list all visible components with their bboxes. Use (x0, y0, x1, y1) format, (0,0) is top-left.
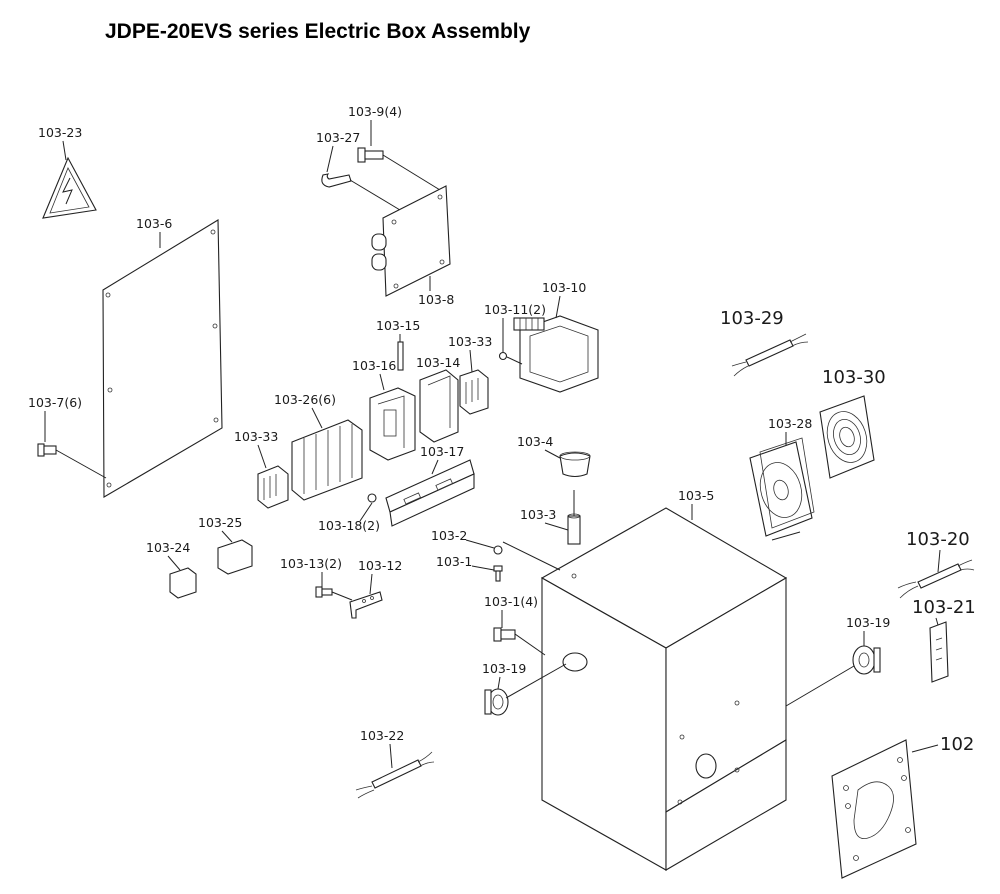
label-103-5: 103-5 (678, 488, 714, 503)
fan-part (749, 437, 815, 537)
label-103-28: 103-28 (768, 416, 812, 431)
label-103-9: 103-9(4) (348, 104, 402, 119)
label-plate-part (929, 621, 949, 683)
fan-guard-part (819, 395, 875, 479)
fuse-part (397, 341, 404, 371)
label-103-19-right: 103-19 (846, 615, 890, 630)
label-103-30: 103-30 (822, 367, 886, 388)
label-103-4: 103-4 (517, 434, 553, 449)
label-103-11: 103-11(2) (484, 302, 546, 317)
din-rail-part (385, 459, 475, 527)
label-103-10: 103-10 (542, 280, 586, 295)
rubber-cap-part (559, 451, 591, 478)
cover-panel-part (102, 219, 223, 498)
strain-relief-left-part (484, 688, 509, 716)
component-103-24-part (169, 567, 197, 599)
label-103-33-upper: 103-33 (448, 334, 492, 349)
label-103-19-left: 103-19 (482, 661, 526, 676)
label-103-29: 103-29 (720, 308, 784, 329)
label-103-6: 103-6 (136, 216, 172, 231)
component-103-25-part (217, 539, 253, 575)
label-103-7: 103-7(6) (28, 395, 82, 410)
label-103-8: 103-8 (418, 292, 454, 307)
label-103-1-4: 103-1(4) (484, 594, 538, 609)
electric-box-part (540, 507, 788, 871)
screw-103-1-4-part (493, 627, 516, 642)
label-102: 102 (940, 734, 974, 755)
label-103-16: 103-16 (352, 358, 396, 373)
label-103-2: 103-2 (431, 528, 467, 543)
end-stop-lower-part (257, 465, 289, 509)
ground-bracket-part (349, 591, 383, 619)
label-103-27: 103-27 (316, 130, 360, 145)
fuse-holder-part (369, 387, 416, 461)
screw-103-1-part (493, 565, 503, 582)
terminal-blocks-part (291, 419, 363, 501)
warning-triangle-part (42, 156, 97, 219)
cable-103-29-part (731, 333, 809, 377)
label-103-17: 103-17 (420, 444, 464, 459)
label-103-26: 103-26(6) (274, 392, 336, 407)
transformer-part (513, 315, 599, 393)
label-103-12: 103-12 (358, 558, 402, 573)
label-103-14: 103-14 (416, 355, 460, 370)
label-103-15: 103-15 (376, 318, 420, 333)
nut-103-2-part (493, 545, 503, 555)
bracket-103-14-part (419, 369, 459, 443)
screw-103-13-part (315, 586, 333, 598)
label-103-1: 103-1 (436, 554, 472, 569)
label-103-33-lower: 103-33 (234, 429, 278, 444)
label-103-3: 103-3 (520, 507, 556, 522)
label-103-23: 103-23 (38, 125, 82, 140)
standoff-part (567, 513, 581, 545)
screw-103-9-part (357, 147, 384, 163)
label-103-18: 103-18(2) (318, 518, 380, 533)
cable-103-22-part (355, 751, 435, 799)
label-103-24: 103-24 (146, 540, 190, 555)
mounting-plate-part (831, 739, 917, 879)
strain-relief-right-part (852, 645, 881, 675)
label-103-25: 103-25 (198, 515, 242, 530)
label-103-22: 103-22 (360, 728, 404, 743)
end-stop-upper-part (459, 369, 489, 415)
circuit-board-part (371, 185, 451, 297)
label-103-20: 103-20 (906, 529, 970, 550)
label-103-21: 103-21 (912, 597, 976, 618)
screw-103-7-part (37, 443, 57, 457)
page-title: JDPE-20EVS series Electric Box Assembly (105, 20, 531, 43)
label-103-13: 103-13(2) (280, 556, 342, 571)
cable-clip-part (321, 173, 352, 188)
cable-103-20-part (897, 559, 975, 599)
